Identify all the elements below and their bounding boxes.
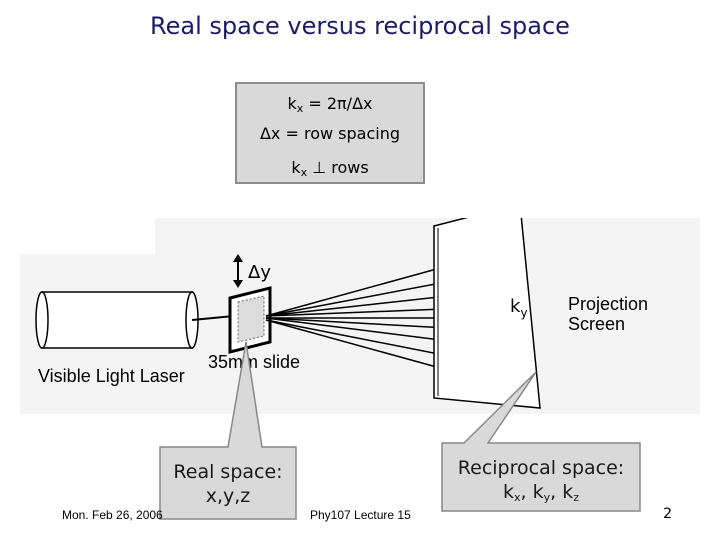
footer-date: Mon. Feb 26, 2006 bbox=[62, 508, 163, 522]
footer-course: Phy107 Lecture 15 bbox=[310, 508, 411, 522]
slide-label: 35mm slide bbox=[208, 352, 300, 372]
reciprocal-space-callout bbox=[441, 371, 641, 512]
laser-icon bbox=[35, 291, 199, 349]
real-space-text: Real space: x,y,z bbox=[173, 461, 283, 507]
reciprocal-space-text: Reciprocal space: kx, ky, kz bbox=[442, 456, 640, 507]
projection-screen-label-line1: Projection bbox=[568, 294, 648, 314]
slide-icon bbox=[228, 286, 272, 354]
formula-line-spacing: Δx = row spacing bbox=[259, 124, 400, 143]
laser-label: Visible Light Laser bbox=[38, 366, 185, 386]
formula-line-perpendicular: kx ⊥ rows bbox=[291, 158, 369, 179]
diagram-background-notch bbox=[20, 218, 155, 254]
formula-box: kx = 2π/Δx Δx = row spacing kx ⊥ rows bbox=[235, 82, 425, 184]
real-space-callout bbox=[159, 341, 297, 520]
laser-beam bbox=[191, 315, 235, 321]
page-title: Real space versus reciprocal space bbox=[150, 12, 570, 40]
projection-screen-label-line2: Screen bbox=[568, 314, 625, 334]
delta-y-arrow bbox=[233, 254, 243, 288]
reciprocal-space-variables: kx, ky, kz bbox=[502, 481, 580, 504]
laser-diffraction-diagram: Δy ϕ ky Projection Screen 35mm slide Vis… bbox=[20, 218, 700, 414]
delta-y-label: Δy bbox=[248, 262, 271, 283]
page-number: 2 bbox=[663, 506, 672, 522]
formula-line-wavevector: kx = 2π/Δx bbox=[287, 94, 373, 115]
k-label: ky bbox=[510, 296, 528, 320]
projection-screen-icon bbox=[433, 218, 541, 409]
